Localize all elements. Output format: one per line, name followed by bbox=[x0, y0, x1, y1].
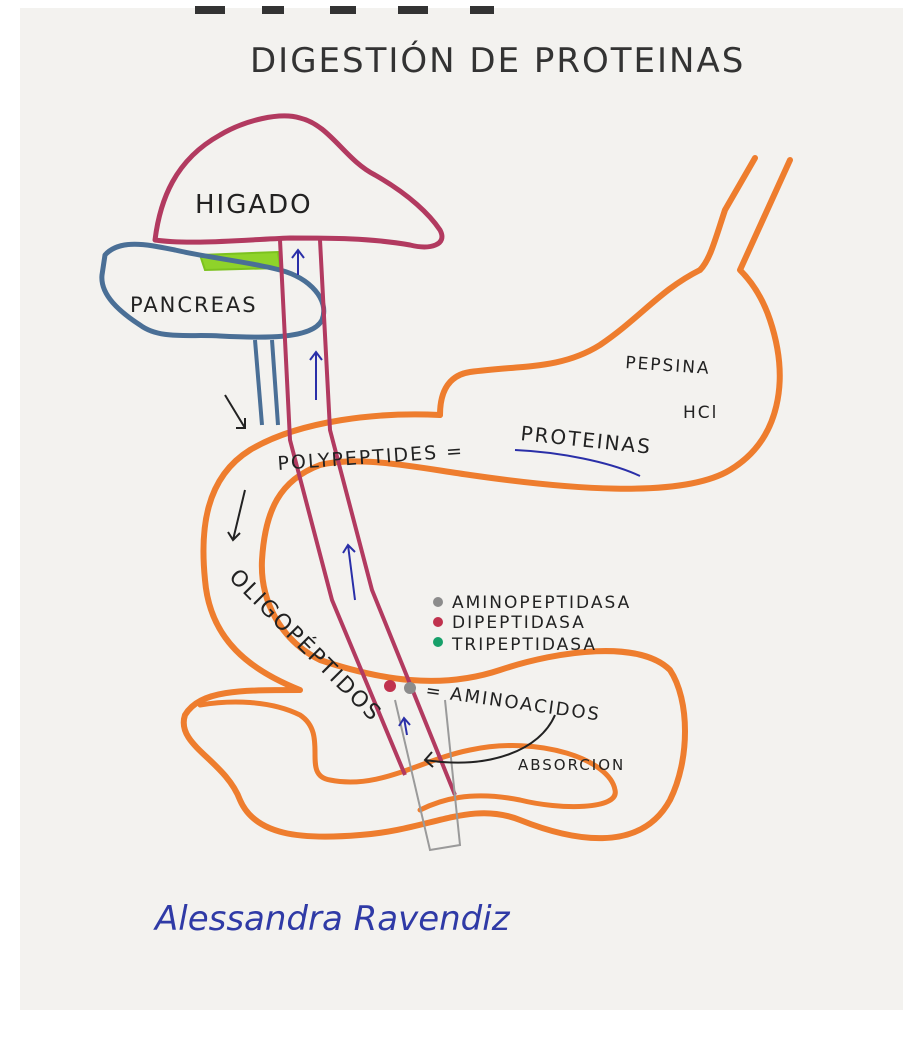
diagram-title: DIGESTIÓN DE PROTEINAS bbox=[250, 40, 745, 81]
pancreas-label: PANCREAS bbox=[130, 293, 258, 317]
absorption-label: ABSORCION bbox=[518, 756, 625, 774]
liver-label: HIGADO bbox=[195, 190, 313, 220]
aminopeptidase-dot bbox=[404, 682, 416, 694]
paper-sheet bbox=[20, 8, 903, 1010]
hcl-label: HCl bbox=[683, 403, 718, 423]
legend-swatch-dipeptidase bbox=[433, 617, 443, 627]
dipeptidase-dot bbox=[384, 680, 396, 692]
legend-swatch-aminopeptidase bbox=[433, 597, 443, 607]
legend-swatch-tripeptidase bbox=[433, 637, 443, 647]
legend-aminopeptidase: AMINOPEPTIDASA bbox=[452, 593, 631, 613]
author-signature: Alessandra Ravendiz bbox=[153, 899, 511, 939]
legend-tripeptidase: TRIPEPTIDASA bbox=[451, 635, 597, 655]
legend-dipeptidase: DIPEPTIDASA bbox=[452, 613, 586, 633]
